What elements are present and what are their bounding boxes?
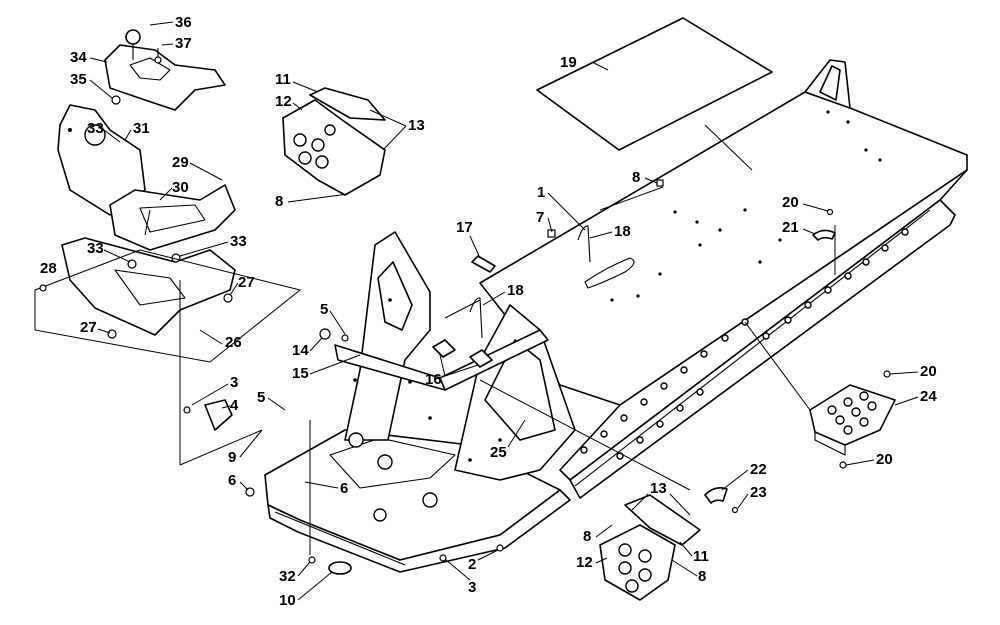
tunnel-holes bbox=[610, 110, 882, 302]
callout-8c: 8 bbox=[583, 528, 591, 545]
part-19-mat bbox=[536, 17, 773, 151]
callout-15: 15 bbox=[292, 365, 309, 382]
callout-33c: 33 bbox=[230, 233, 247, 250]
part-11-deflector-upper bbox=[309, 87, 386, 121]
callout-34: 34 bbox=[70, 49, 87, 66]
assembly-boundary-26 bbox=[34, 249, 302, 363]
callout-7: 7 bbox=[536, 209, 544, 226]
callout-21: 21 bbox=[782, 219, 799, 236]
callout-20b: 20 bbox=[920, 363, 937, 380]
part-29-support bbox=[109, 184, 236, 251]
callout-12a: 12 bbox=[275, 93, 292, 110]
callout-6b: 6 bbox=[340, 480, 348, 497]
callout-11b: 11 bbox=[693, 548, 709, 565]
callout-8b: 8 bbox=[632, 169, 640, 186]
part-12-plate-lower bbox=[599, 524, 676, 601]
callout-37: 37 bbox=[175, 35, 192, 52]
callout-14: 14 bbox=[292, 342, 309, 359]
callout-26: 26 bbox=[225, 334, 242, 351]
callout-19: 19 bbox=[560, 54, 577, 71]
callout-25: 25 bbox=[490, 444, 507, 461]
callout-6a: 6 bbox=[228, 472, 236, 489]
callout-3b: 3 bbox=[468, 579, 476, 596]
callout-11a: 11 bbox=[275, 71, 291, 88]
callout-18a: 18 bbox=[614, 223, 631, 240]
part-24-bracket bbox=[809, 384, 896, 456]
callout-5b: 5 bbox=[257, 389, 265, 406]
callout-35: 35 bbox=[70, 71, 87, 88]
callout-12b: 12 bbox=[576, 554, 593, 571]
callout-33b: 33 bbox=[87, 240, 104, 257]
callout-33a: 33 bbox=[87, 120, 104, 137]
callout-8a: 8 bbox=[275, 193, 283, 210]
callout-10: 10 bbox=[279, 592, 296, 609]
callout-20a: 20 bbox=[782, 194, 799, 211]
callout-3a: 3 bbox=[230, 374, 238, 391]
part-12-plate-upper bbox=[282, 99, 386, 196]
callout-27a: 27 bbox=[238, 274, 255, 291]
callout-4: 4 bbox=[230, 397, 239, 414]
leader-lines bbox=[144, 124, 836, 555]
callout-23: 23 bbox=[750, 484, 767, 501]
callout-1: 1 bbox=[537, 184, 545, 201]
callout-13b: 13 bbox=[650, 480, 667, 497]
callout-16: 16 bbox=[425, 371, 442, 388]
callout-27b: 27 bbox=[80, 319, 97, 336]
callout-labels: 36 37 34 35 33 31 29 30 33 33 28 27 27 2… bbox=[40, 14, 937, 609]
callout-29: 29 bbox=[172, 154, 189, 171]
callout-5a: 5 bbox=[320, 301, 328, 318]
callout-31: 31 bbox=[133, 120, 150, 137]
front-frame bbox=[264, 231, 576, 573]
part-37-screw bbox=[154, 48, 162, 64]
callout-13a: 13 bbox=[408, 117, 425, 134]
callout-32: 32 bbox=[279, 568, 296, 585]
callout-18b: 18 bbox=[507, 282, 524, 299]
callout-8d: 8 bbox=[698, 568, 706, 585]
callout-20c: 20 bbox=[876, 451, 893, 468]
callout-17: 17 bbox=[456, 219, 473, 236]
callout-9: 9 bbox=[228, 449, 236, 466]
part-1-tunnel bbox=[479, 59, 968, 499]
part-34-cover bbox=[104, 44, 226, 111]
part-31-bracket bbox=[57, 104, 146, 216]
callout-24: 24 bbox=[920, 388, 937, 405]
callout-28: 28 bbox=[40, 260, 57, 277]
callout-36: 36 bbox=[175, 14, 192, 31]
callout-22: 22 bbox=[750, 461, 767, 478]
callout-30: 30 bbox=[172, 179, 189, 196]
callout-2: 2 bbox=[468, 556, 476, 573]
part-36-knob bbox=[125, 29, 141, 60]
